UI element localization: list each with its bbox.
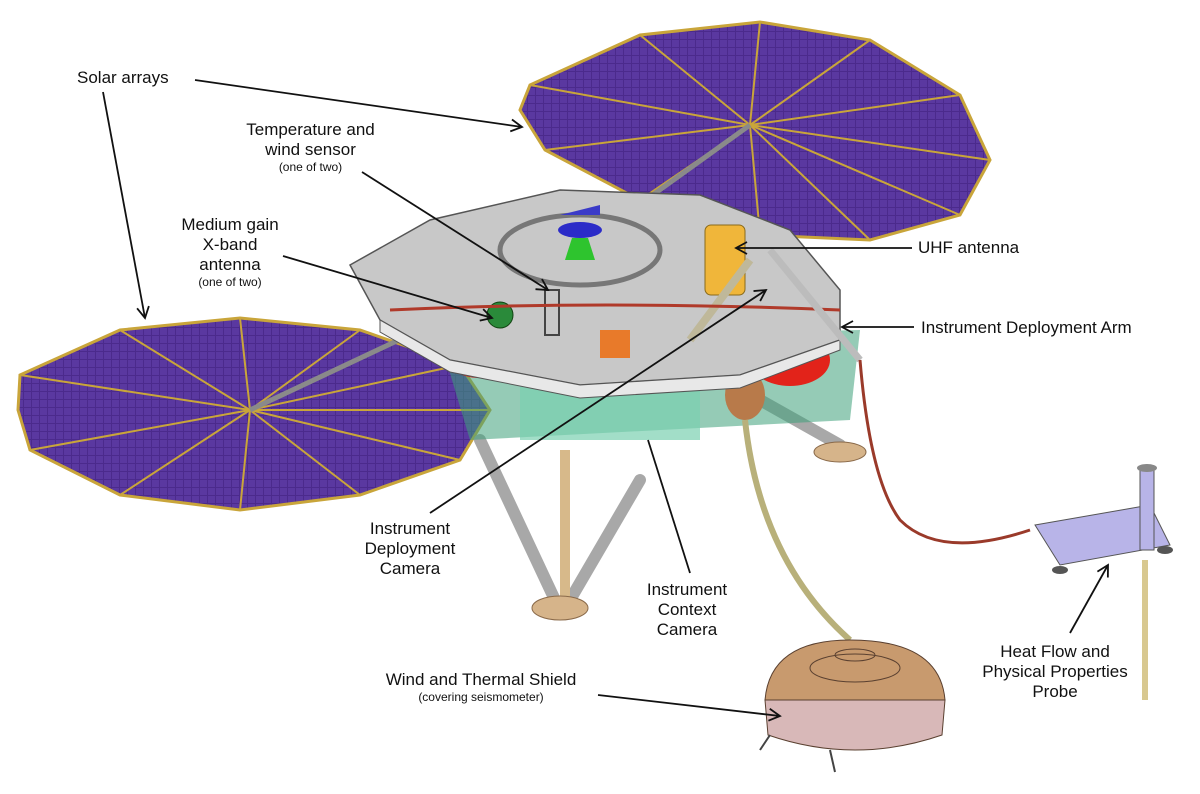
label-solar-arrays: Solar arrays	[77, 68, 169, 88]
label-heat-flow-probe: Heat Flow and Physical Properties Probe	[965, 642, 1145, 702]
label-instrument-deployment-camera: Instrument Deployment Camera	[350, 519, 470, 579]
label-instrument-deployment-arm: Instrument Deployment Arm	[921, 318, 1132, 338]
label-title: Solar arrays	[77, 68, 169, 87]
label-title-line2: Physical Properties	[982, 662, 1128, 681]
solar-array-upper	[518, 20, 992, 243]
tether	[858, 359, 1031, 545]
label-title: Temperature and	[246, 120, 375, 139]
label-subtitle: (one of two)	[198, 275, 262, 289]
label-title: Instrument	[369, 519, 451, 538]
heat-flow-probe-hardware	[1034, 464, 1173, 700]
label-title-line3: antenna	[199, 255, 261, 274]
label-medium-gain-antenna: Medium gain X-band antenna (one of two)	[170, 215, 290, 289]
label-title-line3: Camera	[656, 620, 718, 639]
label-title: Wind and Thermal Shield	[385, 670, 577, 689]
label-title: Instrument	[646, 580, 728, 599]
seismometer-tether	[742, 419, 852, 643]
label-uhf-antenna: UHF antenna	[918, 238, 1019, 258]
label-temperature-wind-sensor: Temperature and wind sensor (one of two)	[228, 120, 393, 174]
label-title-line2: X-band	[202, 235, 258, 254]
label-wind-thermal-shield: Wind and Thermal Shield (covering seismo…	[366, 670, 596, 704]
label-subtitle: (one of two)	[278, 160, 343, 174]
wind-thermal-shield-hardware	[759, 639, 946, 773]
label-title-line2: Deployment	[364, 539, 456, 558]
leader-lines	[102, 79, 1109, 722]
label-title-line2: wind sensor	[265, 140, 356, 159]
label-title: Medium gain	[181, 215, 279, 234]
label-title-line3: Camera	[379, 559, 441, 578]
label-title: Heat Flow and	[1000, 642, 1110, 661]
label-title: UHF antenna	[918, 238, 1020, 257]
label-title-line2: Context	[657, 600, 717, 619]
label-subtitle: (covering seismometer)	[418, 690, 544, 704]
label-title-line3: Probe	[1032, 682, 1078, 701]
label-instrument-context-camera: Instrument Context Camera	[637, 580, 737, 640]
label-title: Instrument Deployment Arm	[921, 318, 1132, 337]
solar-array-lower	[16, 316, 492, 512]
